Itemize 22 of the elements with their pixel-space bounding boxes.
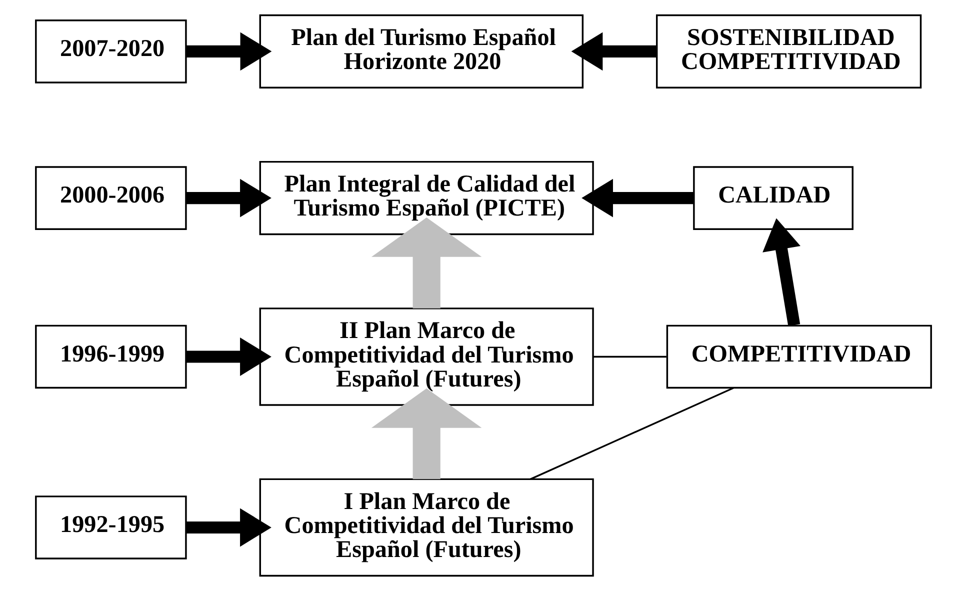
node-box: COMPETITIVIDAD bbox=[666, 324, 932, 389]
arrow bbox=[571, 32, 656, 71]
node-box: Plan Integral de Calidad del Turismo Español (PICTE) bbox=[259, 160, 594, 236]
arrow bbox=[186, 338, 272, 376]
node-box: II Plan Marco de Competitividad del Turismo Español (Futures) bbox=[259, 308, 594, 406]
node-box: 1992-1995 bbox=[35, 496, 187, 560]
arrow bbox=[371, 218, 482, 308]
arrow bbox=[371, 388, 482, 480]
connector bbox=[593, 356, 666, 358]
arrow bbox=[186, 32, 272, 71]
node-box: I Plan Marco de Competitividad del Turismo Español (Futures) bbox=[259, 478, 594, 577]
node-box: 2000-2006 bbox=[35, 166, 187, 230]
node-box: CALIDAD bbox=[693, 166, 854, 230]
arrow bbox=[582, 178, 694, 218]
node-box: Plan del Turismo Español Horizonte 2020 bbox=[259, 14, 584, 89]
node-box: 2007-2020 bbox=[35, 20, 187, 84]
node-box: 1996-1999 bbox=[35, 324, 187, 389]
connector bbox=[530, 387, 734, 480]
arrow bbox=[186, 508, 272, 547]
node-box: SOSTENIBILIDAD COMPETITIVIDAD bbox=[656, 14, 922, 89]
arrow bbox=[762, 218, 800, 326]
arrow bbox=[186, 178, 272, 218]
